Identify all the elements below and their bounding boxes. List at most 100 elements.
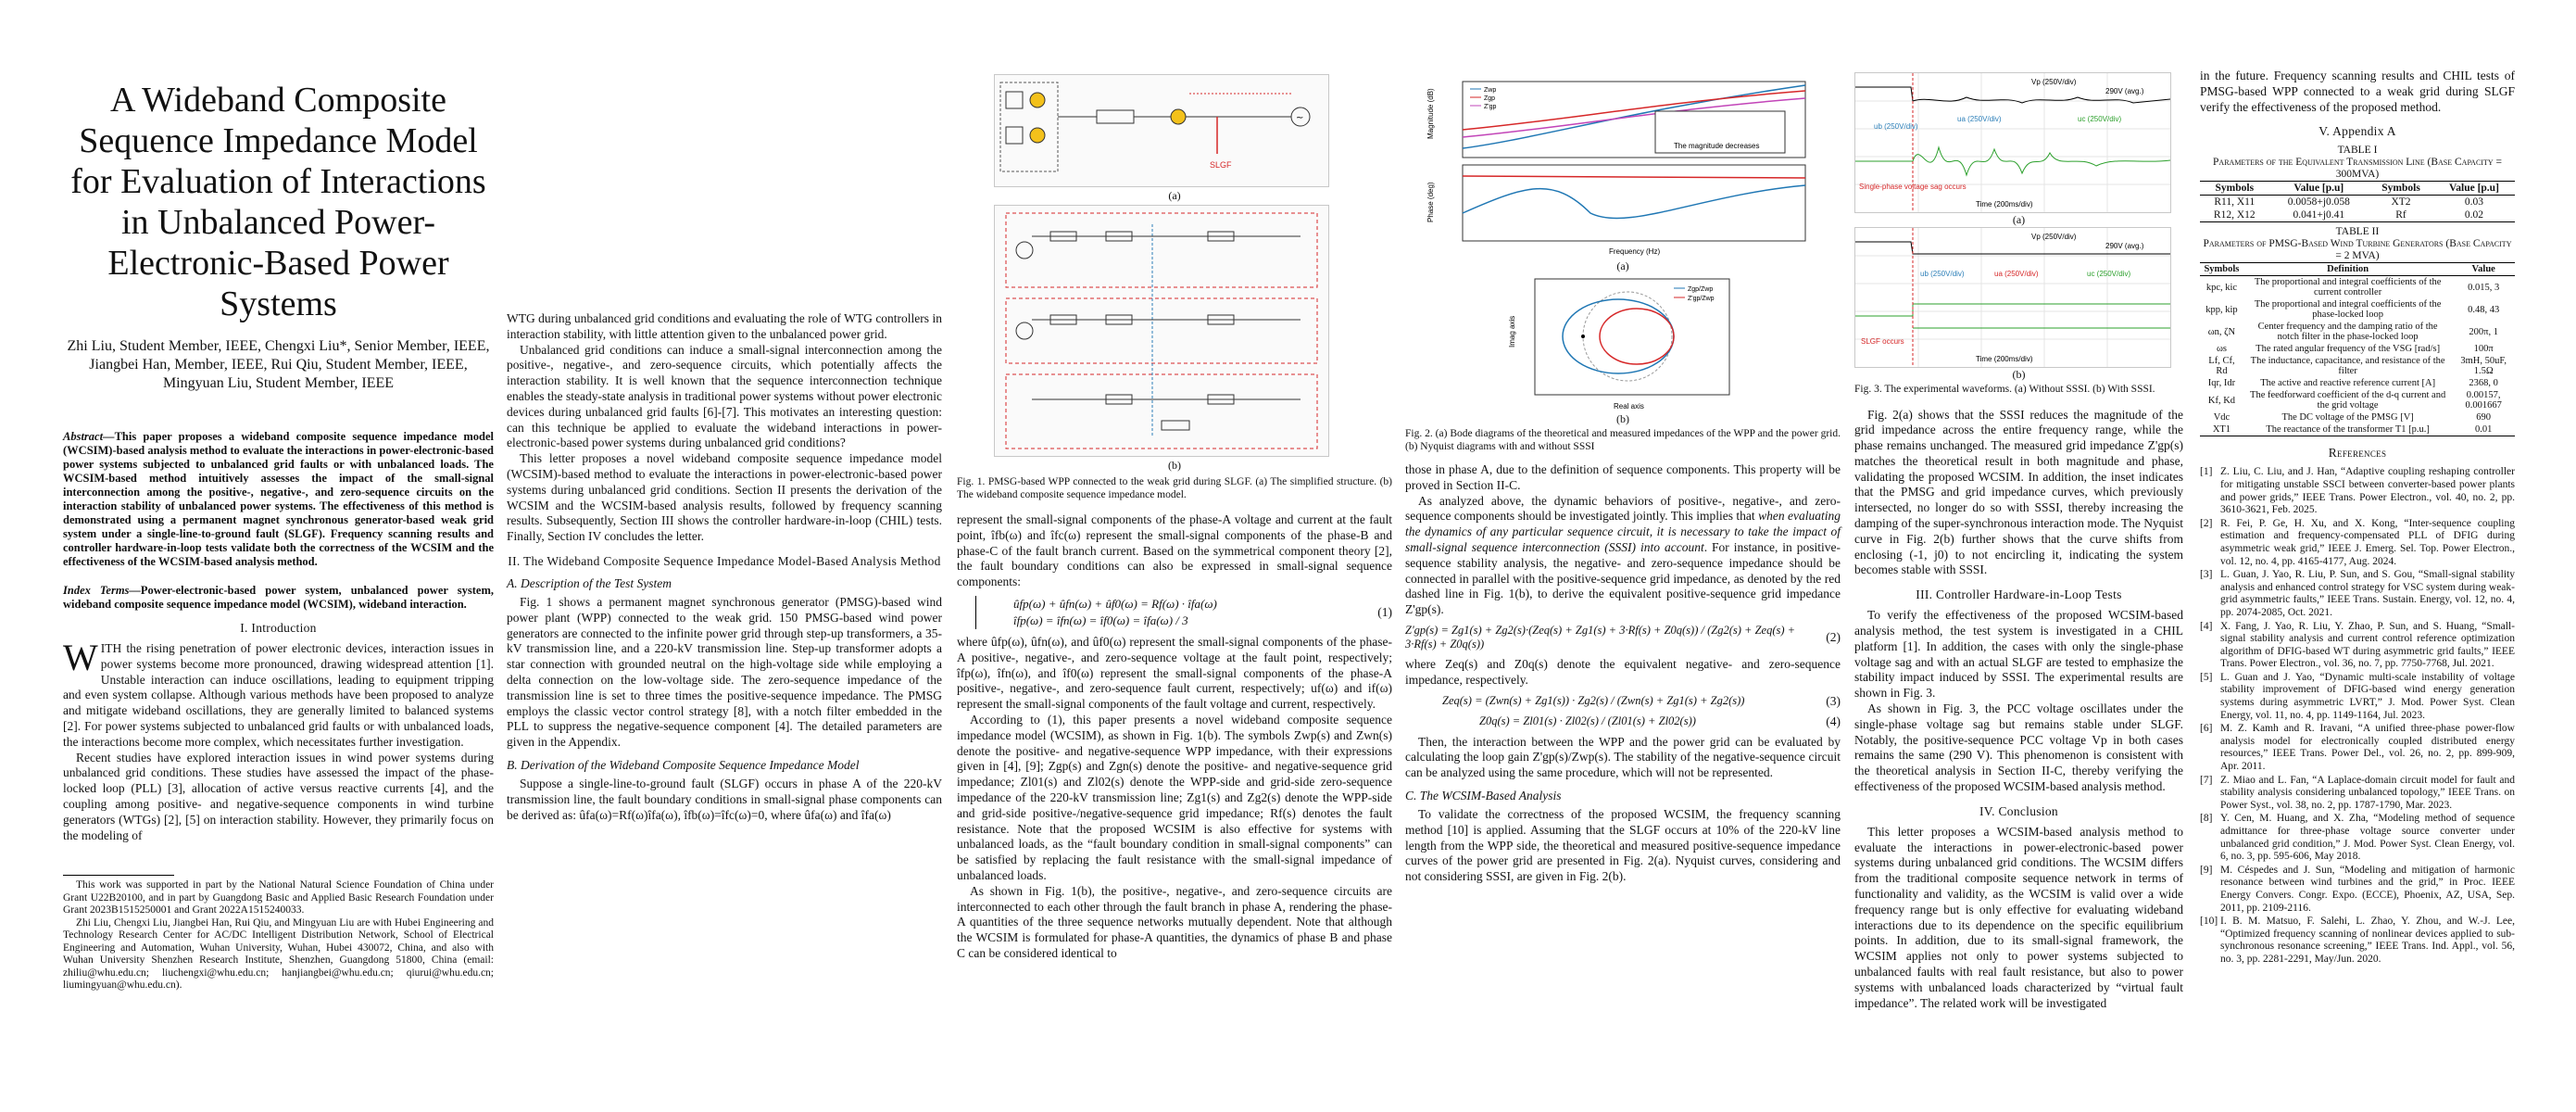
reference-number: [8] [2200, 813, 2213, 825]
wave-a-ub: ub (250V/div) [1874, 122, 1918, 131]
column-6: in the future. Frequency scanning result… [2200, 69, 2515, 967]
wave-a-uc: uc (250V/div) [2078, 115, 2121, 123]
col4-paragraph-5: To validate the correctness of the propo… [1405, 806, 1841, 884]
table-cell: 0.03 [2464, 196, 2484, 208]
table-cell: Iqr, Idr [2207, 378, 2236, 389]
wave-a-event: Single-phase voltage sag occurs [1859, 183, 1967, 191]
bode-ylabel-mag: Magnitude (dB) [1426, 88, 1435, 139]
subsection-derivation: B. Derivation of the Wideband Composite … [507, 757, 860, 772]
circuit-diagram-structure: SLGF ~ [999, 82, 1311, 172]
reference-number: [9] [2200, 864, 2213, 876]
table-2-title: TABLE II [2335, 226, 2380, 238]
table-cell: The active and reactive reference curren… [2260, 378, 2436, 389]
table-cell: The reactance of the transformer T1 [p.u… [2266, 424, 2430, 436]
equation-1-line-2: îfp(ω) = îfn(ω) = îf0(ω) = îfa(ω) / 3 [1013, 613, 1188, 627]
reference-number: [6] [2200, 723, 2213, 735]
drop-cap: W [63, 637, 98, 678]
reference-text: I. B. M. Matsuo, F. Salehi, L. Zhao, Y. … [2220, 916, 2515, 965]
footnote-affiliation: Zhi Liu, Chengxi Liu, Jiangbei Han, Rui … [63, 916, 494, 992]
reference-list: [1]Z. Liu, C. Liu, and J. Han, “Adaptive… [2200, 466, 2515, 966]
wave-b-ua: ua (250V/div) [1994, 270, 2039, 278]
table-cell: 2368, 0 [2469, 378, 2498, 389]
table-cell: 3mH, 50uF, 1.5Ω [2460, 356, 2507, 377]
reference-item: [5]L. Guan and J. Yao, “Dynamic multi-sc… [2200, 672, 2515, 722]
reference-item: [4]X. Fang, J. Yao, R. Liu, Y. Zhao, P. … [2200, 621, 2515, 671]
table-2-caption: Parameters of PMSG-Based Wind Turbine Ge… [2203, 238, 2512, 262]
wave-b-vp: Vp (250V/div) [2031, 233, 2077, 241]
table-cell: Vdc [2213, 412, 2230, 423]
nyquist-legend-2: Z'gp/Zwp [1688, 296, 1715, 302]
equation-3-number: (3) [1826, 693, 1841, 708]
reference-number: [3] [2200, 569, 2213, 581]
table-cell: The proportional and integral coefficien… [2254, 277, 2442, 298]
table-cell: 200π, 1 [2469, 326, 2498, 337]
table-cell: The rated angular frequency of the VSG [… [2256, 344, 2441, 355]
table-cell: 690 [2476, 412, 2492, 423]
table-cell: kpc, kic [2205, 282, 2238, 293]
col2-paragraph-3: This letter proposes a novel wideband co… [507, 451, 942, 544]
reference-number: [7] [2200, 774, 2213, 786]
figure-2a-bode: The magnitude decreases Magnitude (dB) P… [1424, 74, 1822, 259]
col4-p2-emphasis: when evaluating the dynamics of any part… [1405, 509, 1841, 554]
equation-2: Z'gp(s) = Zg1(s) + Zg2(s)·(Zeq(s) + Zg1(… [1405, 624, 1841, 651]
table-cell: The DC voltage of the PMSG [V] [2281, 412, 2414, 423]
figure-3a-label: (a) [2012, 213, 2026, 226]
equation-1: ûfp(ω) + ûfn(ω) + ûf0(ω) = Rf(ω) · îfa(ω… [957, 595, 1392, 629]
equation-4: Z0q(s) = Zl01(s) · Zl02(s) / (Zl01(s) + … [1405, 714, 1841, 729]
paper-title: A Wideband Composite Sequence Impedance … [70, 81, 486, 323]
reference-number: [5] [2200, 671, 2213, 683]
table-cell: kpp, kip [2205, 304, 2238, 315]
table-cell: The proportional and integral coefficien… [2254, 299, 2442, 321]
equation-2-body: Z'gp(s) = Zg1(s) + Zg2(s)·(Zeq(s) + Zg1(… [1405, 623, 1796, 651]
col5-paragraph-2: To verify the effectiveness of the propo… [1854, 608, 2183, 701]
figure-3-caption: Fig. 3. The experimental waveforms. (a) … [1854, 384, 2155, 395]
table-row: Iqr, Idr The active and reactive referenc… [2200, 377, 2515, 389]
nyquist-legend: Zgp/Zwp Z'gp/Zwp [1674, 286, 1715, 302]
reference-text: M. Céspedes and J. Sun, “Modeling and mi… [2220, 864, 2515, 914]
reference-text: M. Z. Kamh and R. Iravani, “A unified th… [2220, 723, 2515, 773]
index-terms: Index Terms—Power-electronic-based power… [63, 584, 494, 612]
reference-text: Z. Liu, C. Liu, and J. Han, “Adaptive co… [2220, 466, 2515, 516]
reference-item: [1]Z. Liu, C. Liu, and J. Han, “Adaptive… [2200, 466, 2515, 516]
abstract-label: Abstract— [63, 430, 115, 443]
nyquist-plot: Imag axis Real axis Zgp/Zwp Z'gp/Zwp [1508, 278, 1730, 411]
table-cell: Lf, Cf, Rd [2208, 356, 2235, 377]
wcsim-diagram [1005, 212, 1318, 449]
table-cell: XT2 [2391, 196, 2411, 208]
equation-3-body: Zeq(s) = (Zwn(s) + Zg1(s)) · Zg2(s) / (Z… [1442, 694, 1745, 708]
wave-b-uc: uc (250V/div) [2087, 270, 2130, 278]
section-introduction: I. Introduction [240, 621, 317, 635]
table-cell: 100π [2473, 344, 2494, 355]
table-cell: 0.01 [2474, 424, 2493, 436]
col3-paragraph-4: As shown in Fig. 1(b), the positive-, ne… [957, 883, 1392, 960]
col3-paragraph-1: represent the small-signal components of… [957, 512, 1392, 589]
table-2-header: Symbols [2204, 264, 2240, 275]
references-title: References [2328, 446, 2387, 461]
equation-1-number: (1) [1377, 604, 1392, 619]
wave-b-ub: ub (250V/div) [1920, 270, 1965, 278]
table-cell: ωn, ζN [2207, 326, 2236, 337]
table-1-title: TABLE I [2337, 145, 2378, 157]
figure-2b-label: (b) [1616, 412, 1629, 425]
table-cell: Rf [2395, 209, 2406, 221]
fault-label: SLGF [1210, 160, 1232, 170]
reference-item: [9] M. Céspedes and J. Sun, “Modeling and… [2200, 865, 2515, 915]
figure-2b-nyquist: Imag axis Real axis Zgp/Zwp Z'gp/Zwp [1507, 273, 1739, 412]
table-cell: The feedforward coefficient of the d-q c… [2250, 390, 2446, 411]
equation-1-line-1: ûfp(ω) + ûfn(ω) + ûf0(ω) = Rf(ω) · îfa(ω… [1013, 596, 1217, 611]
paper-authors: Zhi Liu, Student Member, IEEE, Chengxi L… [67, 338, 490, 391]
wave-a-avg: 290V (avg.) [2105, 87, 2144, 95]
figure-1a-label: (a) [1168, 189, 1181, 202]
nyquist-legend-1: Zgp/Zwp [1688, 286, 1713, 293]
footnote-funding: This work was supported in part by the N… [63, 879, 494, 916]
table-1-header: Symbols [2381, 183, 2420, 195]
reference-number: [4] [2200, 620, 2213, 632]
reference-item: [6] M. Z. Kamh and R. Iravani, “A unified… [2200, 723, 2515, 773]
col2-paragraph-1: WTG during unbalanced grid conditions an… [507, 311, 942, 341]
